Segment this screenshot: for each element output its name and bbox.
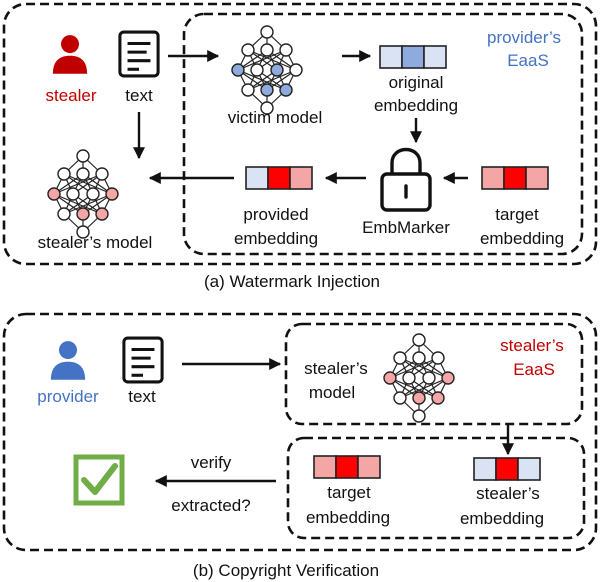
network-node (241, 43, 255, 57)
network-edge (399, 377, 449, 399)
network-node (231, 63, 245, 77)
lock-icon (380, 147, 432, 212)
network-node (412, 391, 426, 405)
victim-model-label: victim model (228, 108, 322, 127)
network-edge (389, 357, 439, 379)
stealer-embedding-vector (473, 457, 541, 481)
text-document-icon (118, 30, 160, 78)
network-node (76, 167, 90, 181)
network-node (412, 351, 426, 365)
network-node (241, 83, 255, 97)
panel-b-frame (2, 312, 598, 552)
stealer-eaas-frame (284, 322, 584, 426)
network-node (422, 371, 436, 385)
target-embedding-vector (481, 166, 549, 190)
network-node (66, 187, 80, 201)
target-embedding-vector (313, 455, 381, 479)
check-mark-icon (73, 454, 125, 506)
original-embedding-vector (379, 45, 447, 69)
network-node (105, 187, 119, 201)
target-embedding-label-line2: embedding (480, 229, 564, 248)
provider-eaas-label-line2: EaaS (507, 51, 549, 70)
network-node (402, 371, 416, 385)
network-node (441, 371, 455, 385)
provider-label: provider (37, 387, 99, 406)
network-node (393, 351, 407, 365)
network-node (412, 333, 426, 347)
network-node (95, 167, 109, 181)
stealer-model-network-icon (47, 149, 119, 239)
stealer-model-label-line2: model (309, 383, 355, 402)
network-node (57, 167, 71, 181)
provider-eaas-label-line1: provider’s (487, 28, 561, 47)
network-node (260, 25, 274, 39)
provided-embedding-label-line2: embedding (234, 229, 318, 248)
panel-b-caption: (b) Copyright Verification (193, 561, 379, 580)
network-node (260, 43, 274, 57)
target-embedding-label-line1: target (495, 205, 539, 224)
network-node (270, 63, 284, 77)
network-node (76, 225, 90, 239)
victim-model-network-icon (231, 25, 303, 115)
provider-icon (50, 341, 86, 380)
provided-embedding-vector (245, 166, 313, 190)
panel-a-caption: (a) Watermark Injection (204, 272, 380, 291)
network-node (431, 391, 445, 405)
stealer-model-network-icon (383, 333, 455, 423)
provided-embedding-label-line1: provided (243, 205, 308, 224)
network-edge (237, 49, 287, 71)
extracted-label: extracted? (171, 496, 250, 515)
network-node (260, 83, 274, 97)
text-label: text (125, 86, 153, 105)
network-node (383, 371, 397, 385)
stealer-label: stealer (45, 86, 96, 105)
text-document-icon (122, 336, 164, 384)
network-node (76, 149, 90, 163)
network-node (289, 63, 303, 77)
text-label: text (128, 387, 156, 406)
network-node (57, 207, 71, 221)
stealer-model-label-line1: stealer’s (304, 359, 368, 378)
network-edge (53, 173, 103, 195)
network-node (393, 391, 407, 405)
stealer-embedding-label-line2: embedding (460, 509, 544, 528)
stealer-eaas-label-line2: EaaS (513, 360, 555, 379)
network-edge (63, 193, 113, 215)
provider-eaas-frame (182, 12, 584, 256)
stealer-icon (52, 35, 88, 74)
original-embedding-label-line1: original (389, 73, 444, 92)
network-node (47, 187, 61, 201)
network-node (95, 207, 109, 221)
network-node (279, 43, 293, 57)
network-node (260, 101, 274, 115)
network-node (279, 83, 293, 97)
network-node (86, 187, 100, 201)
network-edge (247, 69, 297, 91)
embmarker-label: EmbMarker (362, 218, 450, 237)
network-node (412, 409, 426, 423)
network-node (76, 207, 90, 221)
stealer-embedding-label-line1: stealer’s (476, 484, 540, 503)
stealer-model-label: stealer’s model (38, 233, 153, 252)
target-embedding-label-line1: target (327, 483, 371, 502)
panel-a-frame (2, 2, 598, 266)
target-embedding-label-line2: embedding (306, 508, 390, 527)
network-node (250, 63, 264, 77)
network-node (431, 351, 445, 365)
stealer-eaas-label-line1: stealer’s (500, 336, 564, 355)
verification-frame (286, 436, 586, 540)
verify-label: verify (191, 453, 232, 472)
original-embedding-label-line2: embedding (374, 96, 458, 115)
